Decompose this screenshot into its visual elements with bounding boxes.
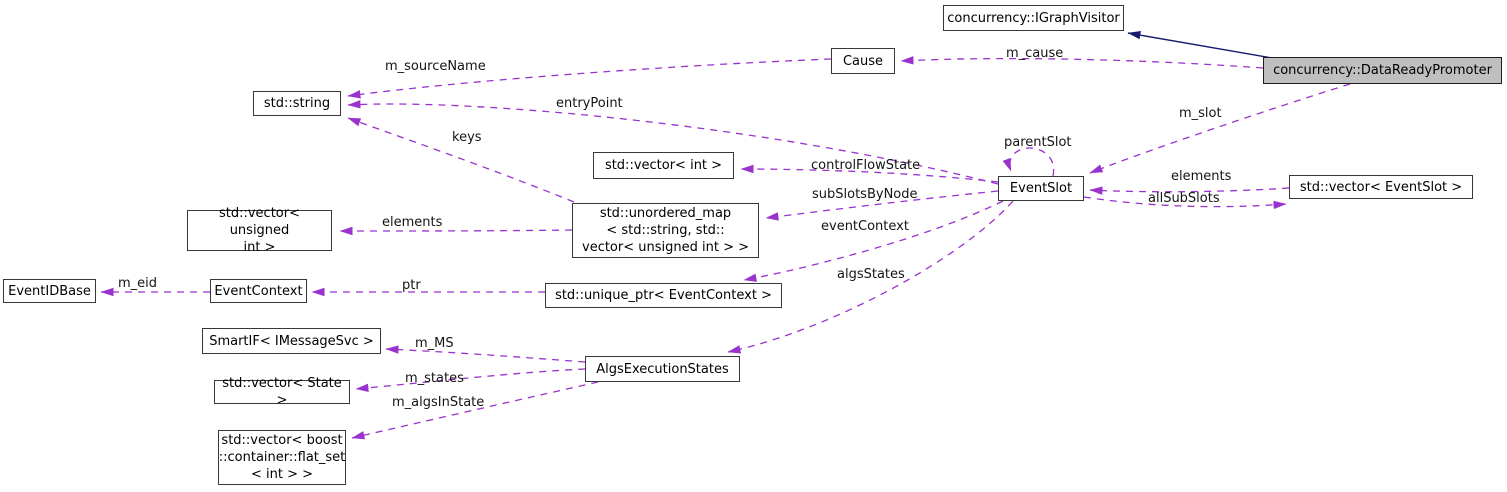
edge-m-sourcename [347,58,832,99]
node-smartif-imessagesvc[interactable]: SmartIF< IMessageSvc > [202,328,381,354]
edge-label-m-algsinstate: m_algsInState [392,395,485,410]
edge-label-m-cause: m_cause [1006,46,1064,61]
edge-label-entrypoint: entryPoint [556,96,623,111]
node-eventidbase[interactable]: EventIDBase [3,279,96,303]
node-algsexecutionstates[interactable]: AlgsExecutionStates [585,356,740,382]
edge-label-subslotsbynode: subSlotsByNode [812,187,918,202]
node-std-vector-eventslot[interactable]: std::vector< EventSlot > [1289,175,1473,199]
edge-eventcontext [743,200,1004,282]
edge-label-controlflowstate: controlFlowState [811,158,921,173]
edge-m-algsinstate [351,381,599,440]
edge-label-keys: keys [452,130,482,145]
edge-label-m-states: m_states [405,371,464,386]
node-std-unordered-map[interactable]: std::unordered_map < std::string, std:: … [572,203,759,258]
node-std-vector-int[interactable]: std::vector< int > [593,152,734,179]
edge-controlflowstate [740,164,999,183]
edge-m-ms [385,345,586,363]
edge-elements-left [339,226,573,236]
node-concurrency-igraphvisitor[interactable]: concurrency::IGraphVisitor [943,5,1124,31]
edge-label-ptr: ptr [402,278,421,293]
edge-label-allsubslots: allSubSlots [1148,191,1220,206]
edge-keys [347,117,575,203]
edge-m-slot [1089,83,1351,174]
node-cause[interactable]: Cause [831,48,895,74]
edge-label-m-slot: m_slot [1179,106,1222,121]
edge-parentslot [1002,147,1055,177]
node-std-vector-state[interactable]: std::vector< State > [214,376,350,408]
edge-label-parentslot: parentSlot [1004,135,1072,150]
edge-label-elements-right: elements [1171,169,1232,184]
edge-label-algsstates: algsStates [837,267,905,282]
node-eventslot[interactable]: EventSlot [998,176,1084,201]
node-std-string[interactable]: std::string [253,91,341,116]
edge-label-eventcontext: eventContext [821,219,909,234]
edge-label-m-ms: m_MS [415,336,454,351]
node-eventcontext[interactable]: EventContext [210,279,307,303]
edge-label-m-sourcename: m_sourceName [385,59,486,74]
edge-label-m-eid: m_eid [118,276,158,291]
edge-m-cause [900,56,1264,69]
edge-subslotsbynode [765,190,999,221]
edge-entrypoint [347,100,999,185]
edge-inheritance-igraphvisitor [1127,31,1273,59]
edge-m-states [355,368,586,392]
node-std-vector-unsigned-int[interactable]: std::vector< unsigned int > [187,206,332,255]
node-std-unique-ptr-eventcontext[interactable]: std::unique_ptr< EventContext > [545,283,782,308]
edge-label-elements-left: elements [382,215,443,230]
node-std-vector-boost-flat-set[interactable]: std::vector< boost ::container::flat_set… [218,430,346,485]
node-concurrency-datareadypromoter: concurrency::DataReadyPromoter [1263,57,1502,84]
